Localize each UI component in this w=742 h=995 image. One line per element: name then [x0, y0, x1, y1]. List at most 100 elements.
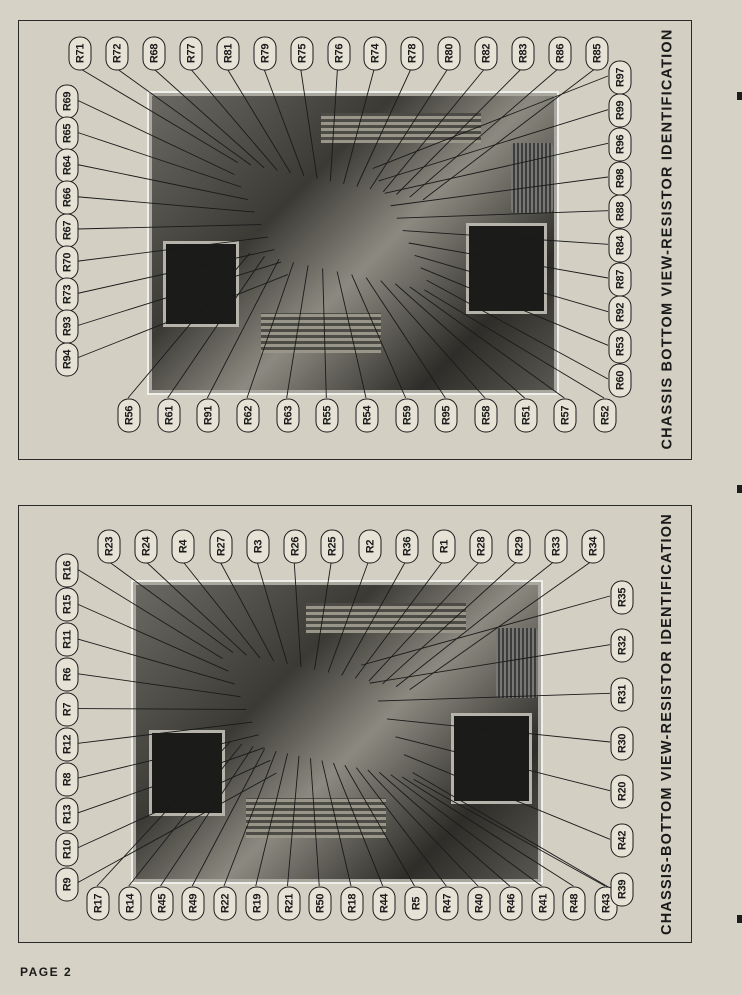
resistor-callout: R32 [610, 628, 634, 663]
resistor-label: R14 [123, 893, 136, 913]
resistor-label: R66 [61, 188, 73, 208]
resistor-callout: R28 [469, 529, 493, 563]
resistor-callout: R12 [55, 727, 79, 762]
resistor-label: R49 [187, 893, 200, 913]
resistor-callout: R30 [610, 726, 634, 760]
resistor-label: R93 [61, 317, 73, 337]
resistor-callout: R53 [608, 329, 632, 364]
edge-mark [737, 485, 742, 493]
resistor-label: R41 [536, 893, 549, 913]
resistor-label: R8 [61, 772, 73, 787]
resistor-label: R91 [202, 405, 215, 425]
resistor-label: R98 [614, 168, 626, 188]
resistor-callout: R42 [610, 823, 634, 858]
resistor-label: R46 [504, 893, 517, 913]
resistor-label: R83 [517, 43, 530, 63]
resistor-callout: R75 [290, 36, 314, 70]
resistor-callout: R46 [499, 886, 523, 920]
resistor-callout: R22 [213, 886, 237, 920]
resistor-label: R70 [61, 252, 73, 272]
resistor-label: R25 [326, 536, 339, 556]
resistor-label: R17 [92, 893, 104, 913]
resistor-label: R76 [332, 43, 345, 63]
chassis-photo [147, 91, 559, 395]
resistor-callout: R25 [320, 529, 344, 563]
resistor-label: R62 [242, 405, 254, 425]
resistor-label: R18 [346, 893, 358, 913]
speaker-grille [511, 143, 553, 213]
resistor-callout: R44 [372, 886, 396, 920]
resistor-callout: R4 [171, 529, 195, 563]
resistor-label: R87 [614, 269, 626, 289]
resistor-callout: R39 [610, 872, 634, 906]
resistor-callout: R17 [86, 886, 110, 920]
terminal-strip [306, 603, 466, 633]
diagram-title: CHASSIS-BOTTOM VIEW-RESISTOR IDENTIFICAT… [658, 513, 675, 935]
resistor-callout: R94 [55, 342, 79, 376]
resistor-label: R3 [251, 539, 264, 553]
resistor-callout: R41 [531, 886, 554, 920]
resistor-label: R34 [587, 536, 599, 556]
resistor-label: R22 [219, 893, 231, 913]
resistor-callout: R74 [363, 36, 387, 70]
resistor-callout: R24 [134, 529, 158, 563]
resistor-label: R99 [614, 101, 626, 121]
resistor-callout: R71 [68, 36, 92, 70]
resistor-callout: R48 [562, 886, 586, 920]
resistor-label: R82 [480, 43, 493, 63]
resistor-label: R40 [473, 893, 485, 913]
resistor-callout: R31 [610, 677, 634, 712]
resistor-label: R10 [61, 839, 73, 859]
resistor-callout: R20 [610, 774, 634, 809]
resistor-callout: R14 [118, 886, 142, 920]
chassis-photo [131, 580, 543, 884]
resistor-label: R11 [61, 630, 73, 650]
resistor-callout: R50 [308, 886, 332, 920]
resistor-callout: R5 [404, 886, 427, 920]
resistor-callout: R45 [150, 886, 173, 920]
resistor-callout: R70 [55, 245, 79, 280]
resistor-callout: R11 [55, 622, 79, 657]
resistor-label: R95 [440, 405, 453, 425]
resistor-callout: R96 [608, 127, 632, 162]
resistor-callout: R99 [608, 93, 632, 128]
resistor-callout: R79 [253, 36, 277, 70]
resistor-label: R45 [155, 893, 168, 913]
resistor-callout: R73 [55, 277, 79, 312]
resistor-label: R12 [61, 734, 73, 755]
resistor-callout: R93 [55, 309, 79, 344]
resistor-callout: R60 [608, 363, 632, 397]
resistor-label: R30 [616, 733, 628, 753]
resistor-label: R84 [614, 235, 626, 255]
speaker-grille [496, 628, 538, 698]
page-number: PAGE 2 [20, 965, 73, 979]
resistor-label: R19 [250, 893, 263, 913]
terminal-strip [246, 798, 386, 838]
resistor-callout: R35 [610, 580, 634, 614]
resistor-label: R36 [400, 536, 413, 556]
resistor-label: R35 [616, 587, 628, 607]
resistor-label: R51 [519, 405, 532, 425]
resistor-label: R80 [443, 43, 456, 63]
resistor-label: R15 [61, 595, 73, 615]
terminal-strip [321, 113, 481, 143]
resistor-label: R94 [61, 349, 73, 369]
resistor-callout: R58 [474, 398, 498, 432]
resistor-callout: R34 [581, 529, 605, 563]
resistor-label: R7 [61, 702, 73, 717]
resistor-label: R32 [616, 636, 628, 656]
resistor-callout: R6 [55, 657, 79, 692]
resistor-callout: R57 [553, 398, 577, 432]
edge-mark [737, 92, 742, 100]
resistor-callout: R65 [55, 116, 79, 151]
resistor-callout: R91 [196, 398, 220, 432]
resistor-label: R92 [614, 303, 626, 323]
resistor-callout: R15 [55, 587, 79, 622]
resistor-callout: R7 [55, 692, 79, 727]
resistor-callout: R72 [105, 36, 129, 70]
resistor-label: R68 [147, 43, 160, 63]
resistor-label: R1 [438, 539, 451, 553]
resistor-callout: R3 [246, 529, 270, 563]
resistor-callout: R47 [435, 886, 459, 920]
resistor-label: R64 [61, 155, 73, 176]
